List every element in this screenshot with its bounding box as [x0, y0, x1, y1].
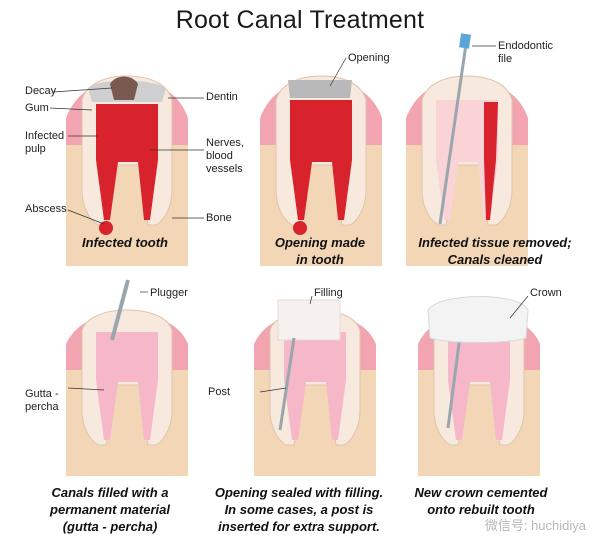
abscess	[293, 221, 307, 235]
tooth-illustration-filled	[66, 279, 188, 476]
label-crown: Crown	[530, 287, 562, 299]
panel-infected-tooth: Decay Gum Infected pulp Abscess Dentin N…	[0, 40, 244, 266]
panel-opening-sealed: Filling Post Opening sealed with filling…	[200, 280, 400, 540]
cleaned-canal	[436, 100, 498, 220]
caption-opening-sealed: Opening sealed with filling. In some cas…	[214, 485, 384, 534]
opening	[288, 80, 352, 98]
label-dentin: Dentin	[206, 91, 238, 103]
infected-pulp	[290, 100, 352, 220]
caption-tissue-removed: Infected tissue removed; Canals cleaned	[418, 235, 572, 267]
panel-new-crown: Crown New crown cemented onto rebuilt to…	[400, 280, 600, 540]
label-post: Post	[208, 386, 231, 398]
crown	[427, 296, 529, 343]
panel-canals-filled: Plugger Gutta - percha Canals filled wit…	[0, 279, 200, 540]
label-opening: Opening	[348, 52, 390, 64]
caption-new-crown: New crown cemented onto rebuilt tooth	[414, 485, 548, 517]
remaining-pulp	[484, 102, 498, 220]
label-abscess: Abscess	[25, 203, 67, 215]
label-infected-pulp: Infected pulp	[25, 130, 65, 155]
label-gutta-percha: Gutta - percha	[25, 388, 59, 413]
watermark: 微信号: huchidiya	[484, 518, 586, 533]
infected-pulp	[96, 104, 158, 220]
panel-tissue-removed: Endodontic file Infected tissue removed;…	[400, 33, 600, 267]
caption-canals-filled: Canals filled with a permanent material …	[50, 485, 170, 534]
endodontic-file	[438, 43, 468, 225]
label-endodontic-file: Endodontic file	[498, 40, 554, 65]
abscess	[99, 221, 113, 235]
panel-opening-made: Opening Opening made in tooth	[200, 40, 400, 267]
tooth-illustration-infected	[49, 75, 204, 266]
gutta-percha	[448, 332, 510, 440]
label-nerves-blood-vessels: Nerves, blood vessels	[206, 137, 244, 175]
caption-opening-made: Opening made in tooth	[274, 235, 366, 267]
post	[278, 337, 296, 431]
filling	[277, 299, 341, 341]
post	[446, 335, 462, 429]
decay	[110, 76, 138, 100]
tooth-illustration-opening	[260, 57, 382, 266]
caption-infected-tooth: Infected tooth	[82, 235, 168, 250]
plugger	[110, 279, 130, 341]
label-decay: Decay	[25, 85, 57, 97]
label-bone: Bone	[206, 212, 232, 224]
tooth-illustration-cleaned	[406, 33, 528, 266]
page-title: Root Canal Treatment	[175, 6, 425, 34]
gutta-percha	[96, 332, 158, 440]
tooth-illustration-crown	[418, 295, 540, 476]
tooth-illustration-sealed	[254, 295, 376, 476]
label-filling: Filling	[314, 287, 343, 299]
label-plugger: Plugger	[150, 287, 188, 299]
file-handle	[459, 33, 471, 49]
gutta-percha	[284, 332, 346, 440]
label-gum: Gum	[25, 102, 49, 114]
